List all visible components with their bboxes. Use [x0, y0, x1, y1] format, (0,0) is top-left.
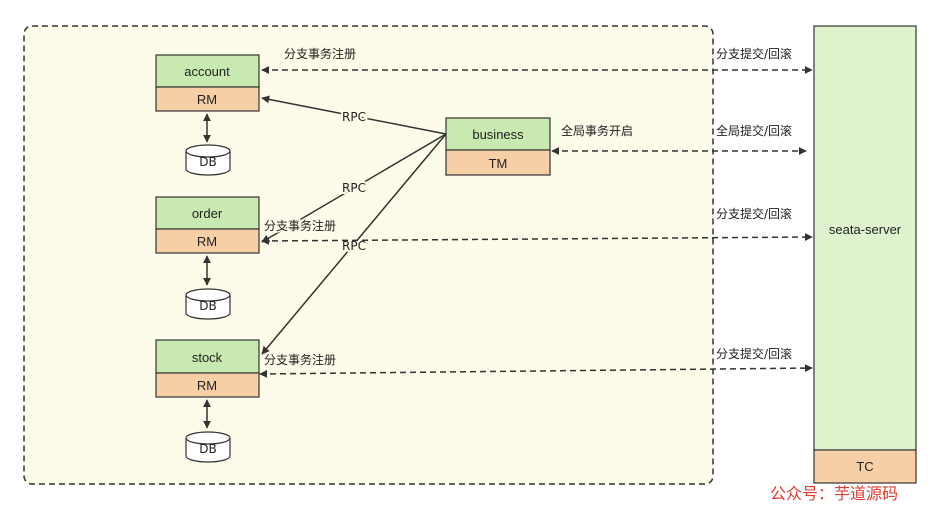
rpc-order-edge [261, 133, 447, 243]
rpc-account-label: RPC [342, 110, 366, 124]
stock-server-edge [259, 364, 813, 378]
seata-server-node: seata-server TC [813, 25, 917, 484]
stock-db-node: DB [185, 431, 231, 463]
order-server-edge [261, 233, 813, 245]
stock-label: stock [192, 350, 223, 365]
order-service-node: order RM [155, 196, 260, 254]
tc-label: TC [856, 459, 873, 474]
branch-commit-stock-label: 分支提交/回滚 [716, 346, 792, 361]
global-begin-label: 全局事务开启 [561, 123, 633, 138]
application-area [23, 25, 714, 485]
watermark: 公众号：芋道源码 [770, 484, 899, 503]
account-db-node: DB [185, 144, 231, 176]
branch-register-stock-label: 分支事务注册 [264, 352, 336, 367]
branch-commit-order-label: 分支提交/回滚 [716, 206, 792, 221]
global-commit-label: 全局提交/回滚 [716, 123, 792, 138]
business-service-node: business TM [445, 117, 551, 176]
stock-db-label: DB [199, 442, 216, 456]
order-db-label: DB [199, 299, 216, 313]
branch-register-order-label: 分支事务注册 [264, 218, 336, 233]
seata-server-label: seata-server [829, 222, 902, 237]
order-label: order [192, 206, 223, 221]
stock-rm-label: RM [197, 378, 217, 393]
account-label: account [184, 64, 230, 79]
branch-commit-account-label: 分支提交/回滚 [716, 46, 792, 61]
account-service-node: account RM [155, 54, 260, 112]
tm-label: TM [489, 156, 508, 171]
rpc-order-label: RPC [342, 181, 366, 195]
order-rm-label: RM [197, 234, 217, 249]
order-db-node: DB [185, 288, 231, 320]
business-label: business [472, 127, 524, 142]
branch-register-account-label: 分支事务注册 [284, 46, 356, 61]
account-db-label: DB [199, 155, 216, 169]
rpc-account-edge [261, 95, 447, 135]
stock-service-node: stock RM [155, 339, 260, 398]
account-rm-label: RM [197, 92, 217, 107]
